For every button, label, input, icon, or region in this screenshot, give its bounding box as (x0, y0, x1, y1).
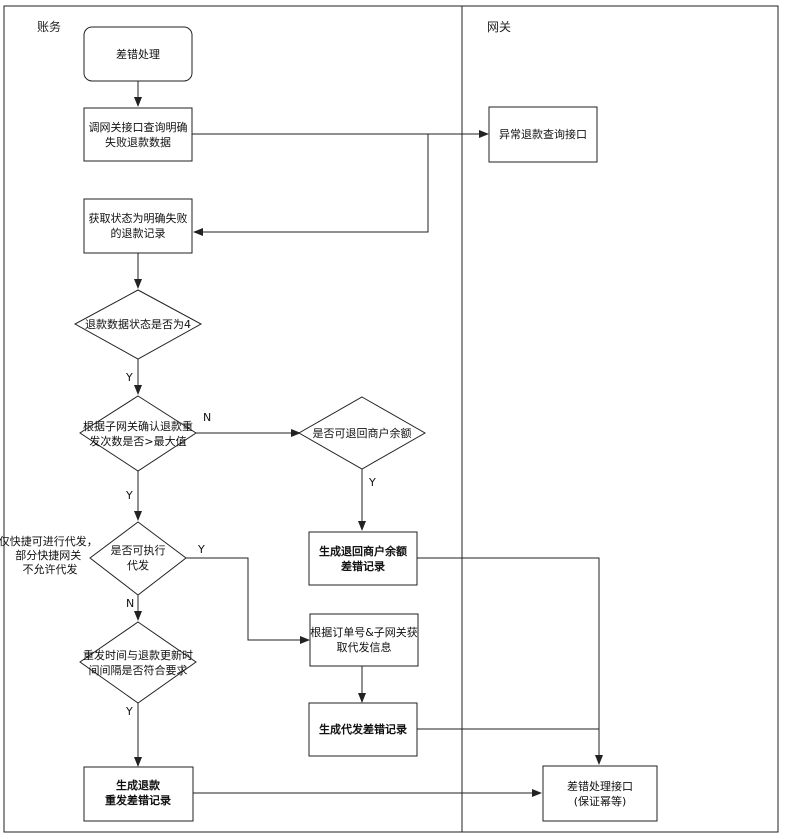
get-failed-records-node (83, 198, 193, 254)
error-api-node (542, 765, 658, 822)
status-is-4-label: 退款数据状态是否为4 (85, 317, 191, 331)
fetch-proxy-info-node (309, 613, 419, 667)
can-proxy-label: 是否可执行代发 (111, 543, 166, 572)
edge-can-proxy-to-fetch (186, 557, 310, 644)
edge-label-yes-interval: Y (125, 705, 133, 718)
edge-gen-merchant-to-error-api (417, 557, 603, 765)
gen-proxy-record-label: 生成代发差错记录 (319, 722, 407, 736)
query-gateway-node-label: 调网关接口查询明确失败退款数据 (89, 120, 188, 149)
lane-label-accounting: 账务 (37, 19, 61, 34)
start-node-label: 差错处理 (116, 47, 160, 61)
can-proxy-decision (89, 521, 187, 596)
gen-merchant-refund-node (308, 531, 418, 586)
abnormal-query-api-node (488, 106, 598, 163)
can-refund-merchant-decision (297, 396, 427, 470)
interval-ok-decision (79, 621, 197, 704)
edge-label-yes-status: Y (125, 371, 133, 384)
query-gateway-node (83, 107, 193, 162)
status-is-4-decision (73, 289, 203, 360)
edge-label-no-proxy: N (126, 597, 134, 610)
start-node (83, 26, 193, 82)
retry-exceeds-label: 根据子网关确认退款重发次数是否>最大值 (83, 419, 193, 448)
edge-label-yes-merchant: Y (368, 476, 376, 489)
interval-ok-label: 重发时间与退款更新时间间隔是否符合要求 (83, 648, 193, 677)
error-api-label: 差错处理接口(保证幂等) (567, 779, 633, 808)
get-failed-records-label: 获取状态为明确失败的退款记录 (89, 211, 188, 240)
edge-label-yes-proxy: Y (197, 543, 205, 556)
abnormal-query-api-label: 异常退款查询接口 (499, 127, 587, 141)
gen-merchant-refund-label: 生成退回商户余额差错记录 (319, 544, 407, 573)
edges (134, 81, 603, 797)
edge-label-no-retry: N (203, 411, 211, 424)
swimlane-frame (3, 5, 779, 833)
gen-resend-record-node (83, 766, 194, 822)
retry-exceeds-decision (79, 395, 197, 472)
gen-resend-record-label: 生成退款重发差错记录 (105, 778, 171, 807)
gen-proxy-record-node (308, 702, 418, 757)
can-refund-merchant-label: 是否可退回商户余额 (313, 426, 412, 440)
proxy-note: 仅快捷可进行代发， 部分快捷网关 不允许代发 (0, 534, 101, 576)
fetch-proxy-info-label: 根据订单号&子网关获取代发信息 (310, 625, 418, 654)
edge-label-yes-retry: Y (125, 489, 133, 502)
edge-abnormal-api-back (193, 133, 462, 236)
lane-label-gateway: 网关 (487, 20, 511, 34)
